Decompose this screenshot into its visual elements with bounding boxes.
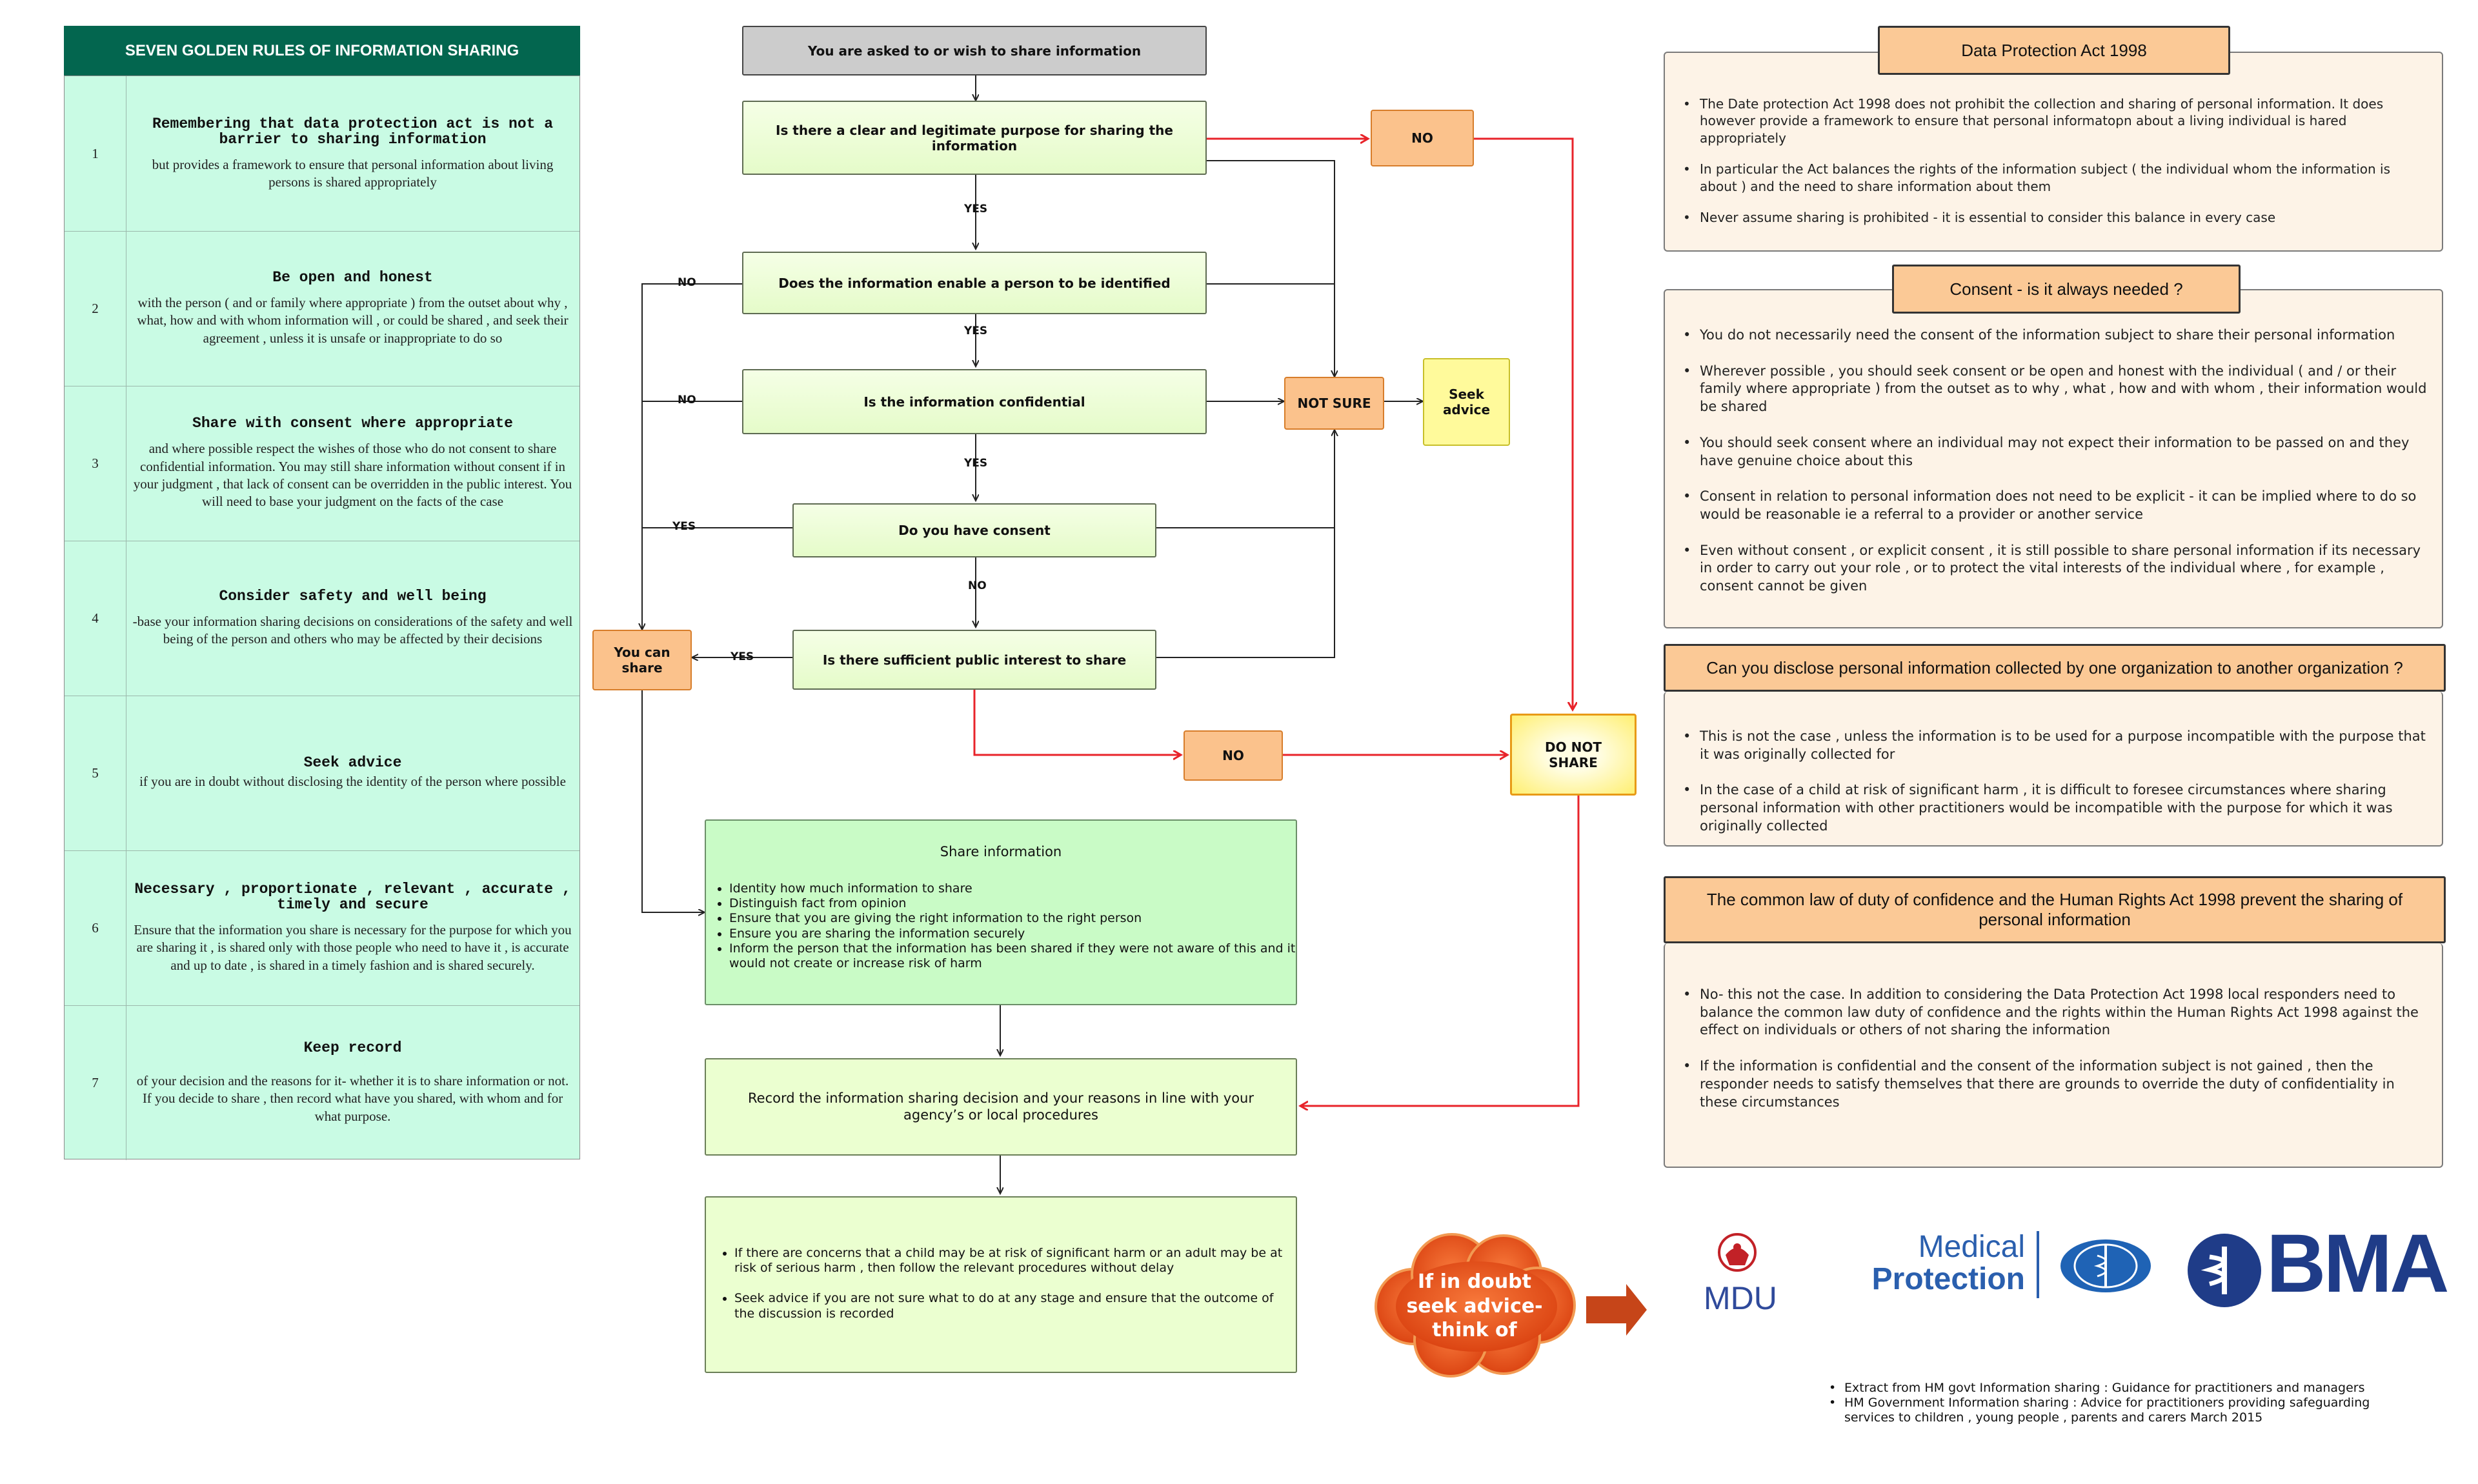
rule-title: Consider safety and well being: [219, 587, 487, 605]
do-not-share-box: DO NOT SHARE: [1510, 714, 1637, 796]
list-item: Distinguish fact from opinion: [729, 896, 1296, 911]
list-item: Consent in relation to personal informat…: [1683, 488, 2429, 523]
rule-number: 1: [65, 76, 126, 231]
start-box: You are asked to or wish to share inform…: [742, 26, 1207, 75]
rule-row-4: 4 Consider safety and well being -base yo…: [65, 541, 579, 696]
you-can-share-box: You can share: [592, 630, 692, 690]
bma-logo-text: BMA: [2266, 1218, 2449, 1310]
no-box: NO: [1371, 110, 1474, 166]
rule-text: and where possible respect the wishes of…: [133, 441, 572, 510]
rule-text: with the person ( and or family where ap…: [137, 295, 569, 346]
rule-text: Ensure that the information you share is…: [134, 922, 572, 973]
rules-table: 1 Remembering that data protection act i…: [64, 75, 580, 1160]
rule-number: 4: [65, 541, 126, 696]
cloud-icon: [1375, 1233, 1576, 1378]
no-label: NO: [968, 579, 987, 592]
question-purpose-box: Is there a clear and legitimate purpose …: [742, 101, 1207, 175]
question-identified-box: Does the information enable a person to …: [742, 252, 1207, 314]
footnotes: Extract from HM govt Information sharing…: [1824, 1381, 2404, 1425]
yes-label: YES: [672, 520, 696, 533]
list-item: If there are concerns that a child may b…: [734, 1246, 1283, 1276]
question-confidential-box: Is the information confidential: [742, 369, 1207, 434]
logo-divider: [2037, 1231, 2039, 1298]
share-information-title: Share information: [940, 844, 1062, 859]
mdu-emblem-icon: [1718, 1233, 1757, 1272]
rule-number: 7: [65, 1005, 126, 1160]
rule-text: -base your information sharing decisions…: [132, 613, 573, 647]
list-item: In particular the Act balances the right…: [1683, 161, 2429, 195]
dpa-panel: The Date protection Act 1998 does not pr…: [1664, 52, 2443, 252]
record-decision-box: Record the information sharing decision …: [705, 1058, 1297, 1156]
rule-row-7: 7 Keep record of your decision and the re…: [65, 1005, 579, 1160]
not-sure-box: NOT SURE: [1284, 377, 1384, 430]
list-item: No- this not the case. In addition to co…: [1683, 986, 2429, 1039]
rule-text: if you are in doubt without disclosing t…: [139, 774, 566, 790]
list-item: Wherever possible , you should seek cons…: [1683, 363, 2429, 416]
medical-protection-line1: Medical: [1918, 1230, 2025, 1264]
list-item: If the information is confidential and t…: [1683, 1058, 2429, 1111]
dpa-heading: Data Protection Act 1998: [1878, 26, 2230, 75]
rule-title: Necessary , proportionate , relevant , a…: [134, 880, 571, 914]
list-item: In the case of a child at risk of signif…: [1683, 781, 2433, 835]
no-label: NO: [678, 394, 696, 406]
rule-text: but provides a framework to ensure that …: [152, 156, 554, 190]
common-law-panel: No- this not the case. In addition to co…: [1664, 943, 2443, 1168]
yes-label: YES: [964, 457, 988, 470]
rule-number: 5: [65, 696, 126, 850]
question-public-interest-box: Is there sufficient public interest to s…: [792, 630, 1156, 690]
yes-label: YES: [964, 203, 988, 216]
rule-number: 3: [65, 386, 126, 541]
rule-row-5: 5 Seek advice if you are in doubt without…: [65, 696, 579, 851]
rule-text: of your decision and the reasons for it-…: [136, 1073, 569, 1124]
disclose-heading: Can you disclose personal information co…: [1664, 644, 2446, 692]
list-item: Ensure you are sharing the information s…: [729, 927, 1296, 941]
mdu-logo-text: MDU: [1704, 1280, 1777, 1316]
medical-protection-line2: Protection: [1871, 1262, 2025, 1297]
rule-row-2: 2 Be open and honest with the person ( an…: [65, 231, 579, 386]
rule-number: 2: [65, 231, 126, 386]
list-item: You should seek consent where an individ…: [1683, 434, 2429, 470]
rule-title: Seek advice: [303, 754, 402, 772]
list-item: Never assume sharing is prohibited - it …: [1683, 209, 2429, 226]
rule-title: Remembering that data protection act is …: [152, 115, 554, 148]
rule-title: Share with consent where appropriate: [192, 415, 513, 432]
consent-heading: Consent - is it always needed ?: [1892, 265, 2241, 314]
list-item: Seek advice if you are not sure what to …: [734, 1291, 1283, 1321]
list-item: Ensure that you are giving the right inf…: [729, 911, 1296, 926]
advice-cloud-text: If in doubt seek advice- think of: [1406, 1270, 1543, 1341]
medical-protection-logo: Medical Protection: [1858, 1230, 2025, 1297]
yes-label: YES: [730, 650, 754, 663]
rule-title: Keep record: [303, 1039, 402, 1056]
question-consent-box: Do you have consent: [792, 503, 1156, 557]
list-item: The Date protection Act 1998 does not pr…: [1683, 95, 2429, 146]
consent-panel: You do not necessarily need the consent …: [1664, 289, 2443, 628]
final-guidance-box: If there are concerns that a child may b…: [705, 1196, 1297, 1373]
disclose-panel: This is not the case , unless the inform…: [1664, 692, 2443, 847]
list-item: This is not the case , unless the inform…: [1683, 728, 2433, 763]
common-law-heading: The common law of duty of confidence and…: [1664, 876, 2446, 943]
footnote-item: HM Government Information sharing : Advi…: [1829, 1396, 2404, 1425]
medical-protection-globe-icon: [2060, 1239, 2151, 1292]
rules-heading: SEVEN GOLDEN RULES OF INFORMATION SHARIN…: [64, 26, 580, 75]
rule-row-1: 1 Remembering that data protection act i…: [65, 76, 579, 232]
yes-label: YES: [964, 325, 988, 337]
rule-number: 6: [65, 850, 126, 1005]
share-information-box: Share information Identity how much info…: [705, 819, 1297, 1005]
rule-row-6: 6 Necessary , proportionate , relevant ,…: [65, 850, 579, 1006]
no-box: NO: [1184, 730, 1283, 781]
rule-row-3: 3 Share with consent where appropriate an…: [65, 386, 579, 541]
list-item: Even without consent , or explicit conse…: [1683, 542, 2429, 596]
seek-advice-box: Seek advice: [1423, 358, 1510, 446]
bma-emblem-icon: [2188, 1234, 2261, 1307]
arrow-right-icon: [1586, 1284, 1647, 1336]
list-item: Inform the person that the information h…: [729, 941, 1296, 971]
footnote-item: Extract from HM govt Information sharing…: [1829, 1381, 2404, 1396]
list-item: You do not necessarily need the consent …: [1683, 326, 2429, 345]
no-label: NO: [678, 276, 696, 289]
rule-title: Be open and honest: [272, 268, 433, 286]
list-item: Identity how much information to share: [729, 881, 1296, 896]
